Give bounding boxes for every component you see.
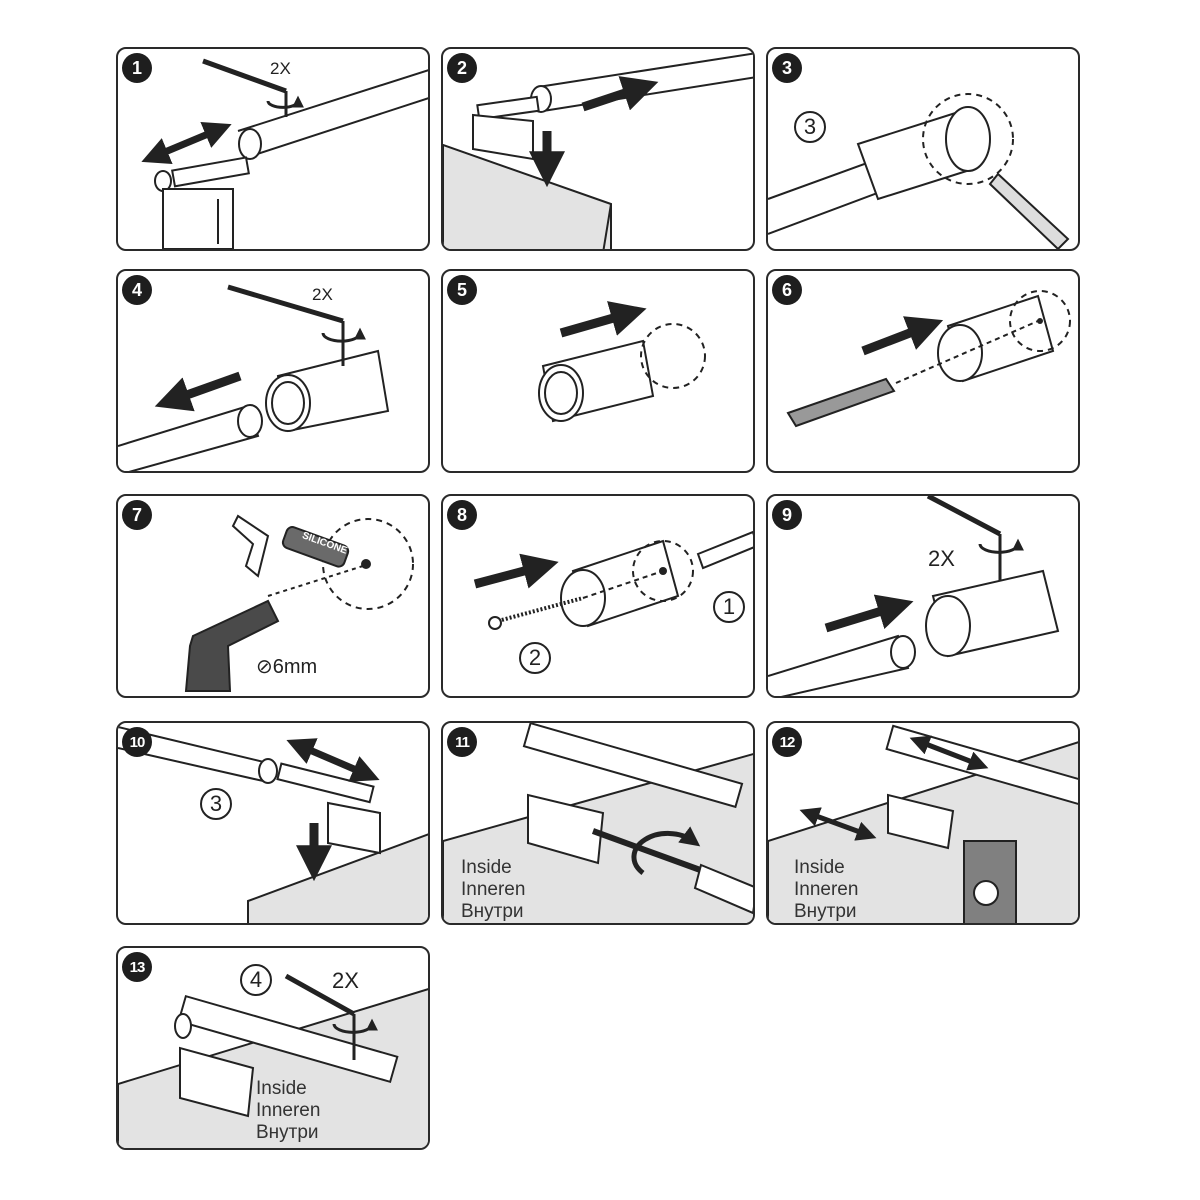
inside-label-stack: Inside Inneren Внутри bbox=[256, 1078, 320, 1144]
step-7-panel: 7 SILICONE ⊘6mm bbox=[116, 494, 430, 698]
step-number-badge: 10 bbox=[122, 727, 152, 757]
step-10-panel: 10 3 bbox=[116, 721, 430, 925]
circled-number: 3 bbox=[794, 111, 826, 143]
repeat-count-label: 2X bbox=[312, 285, 333, 304]
step-5-illustration bbox=[538, 301, 706, 423]
step-11-panel: 11 Inside Inneren Внутри bbox=[441, 721, 755, 925]
step-number-badge: 9 bbox=[772, 500, 802, 530]
repeat-count-label: 2X bbox=[270, 59, 291, 78]
step-number-badge: 13 bbox=[122, 952, 152, 982]
step-5-panel: 5 bbox=[441, 269, 755, 473]
step-number-badge: 8 bbox=[447, 500, 477, 530]
repeat-count-label: 2X bbox=[332, 968, 359, 993]
step-1-panel: 1 2X bbox=[116, 47, 430, 251]
label-vnutri: Внутри bbox=[461, 901, 524, 922]
step-6-panel: 6 bbox=[766, 269, 1080, 473]
step-13-illustration bbox=[118, 973, 428, 1148]
inside-label-stack: Inside Inneren Внутри bbox=[461, 857, 525, 923]
label-inside: Inside bbox=[461, 857, 512, 878]
step-3-panel: 3 3 bbox=[766, 47, 1080, 251]
step-12-illustration bbox=[768, 724, 1078, 923]
step-3-illustration bbox=[768, 93, 1070, 249]
label-inside: Inside bbox=[794, 857, 845, 878]
step-number-badge: 3 bbox=[772, 53, 802, 83]
label-inside: Inside bbox=[256, 1078, 307, 1099]
drill-size-label: ⊘6mm bbox=[256, 656, 318, 678]
step-4-illustration bbox=[118, 284, 390, 471]
label-vnutri: Внутри bbox=[794, 901, 857, 922]
step-number-badge: 1 bbox=[122, 53, 152, 83]
step-number-badge: 5 bbox=[447, 275, 477, 305]
label-inneren: Inneren bbox=[794, 879, 859, 900]
step-number-badge: 6 bbox=[772, 275, 802, 305]
circled-number-2: 2 bbox=[519, 642, 551, 674]
circled-number: 4 bbox=[240, 964, 272, 996]
inside-label-stack: Inside Inneren Внутри bbox=[794, 857, 858, 923]
label-inneren: Inneren bbox=[461, 879, 526, 900]
step-number-badge: 12 bbox=[772, 727, 802, 757]
circled-number-1: 1 bbox=[713, 591, 745, 623]
step-1-illustration bbox=[141, 58, 428, 249]
label-inneren: Inneren bbox=[256, 1100, 321, 1121]
label-vnutri: Внутри bbox=[256, 1122, 319, 1143]
step-8-panel: 8 1 2 bbox=[441, 494, 755, 698]
step-9-illustration bbox=[768, 496, 1060, 696]
circled-number: 3 bbox=[200, 788, 232, 820]
step-13-panel: 13 4 2X Inside Inneren Внутри bbox=[116, 946, 430, 1150]
step-4-panel: 4 2X bbox=[116, 269, 430, 473]
step-number-badge: 11 bbox=[447, 727, 477, 757]
step-2-panel: 2 bbox=[441, 47, 755, 251]
step-9-panel: 9 2X bbox=[766, 494, 1080, 698]
step-number-badge: 4 bbox=[122, 275, 152, 305]
step-number-badge: 7 bbox=[122, 500, 152, 530]
step-2-illustration bbox=[443, 52, 753, 249]
step-11-illustration bbox=[443, 723, 753, 923]
step-7-illustration bbox=[184, 514, 414, 692]
step-number-badge: 2 bbox=[447, 53, 477, 83]
step-10-illustration bbox=[118, 726, 428, 923]
repeat-count-label: 2X bbox=[928, 546, 955, 571]
step-8-illustration bbox=[473, 530, 753, 630]
step-12-panel: 12 Inside Inneren Внутри bbox=[766, 721, 1080, 925]
step-6-illustration bbox=[786, 290, 1071, 428]
